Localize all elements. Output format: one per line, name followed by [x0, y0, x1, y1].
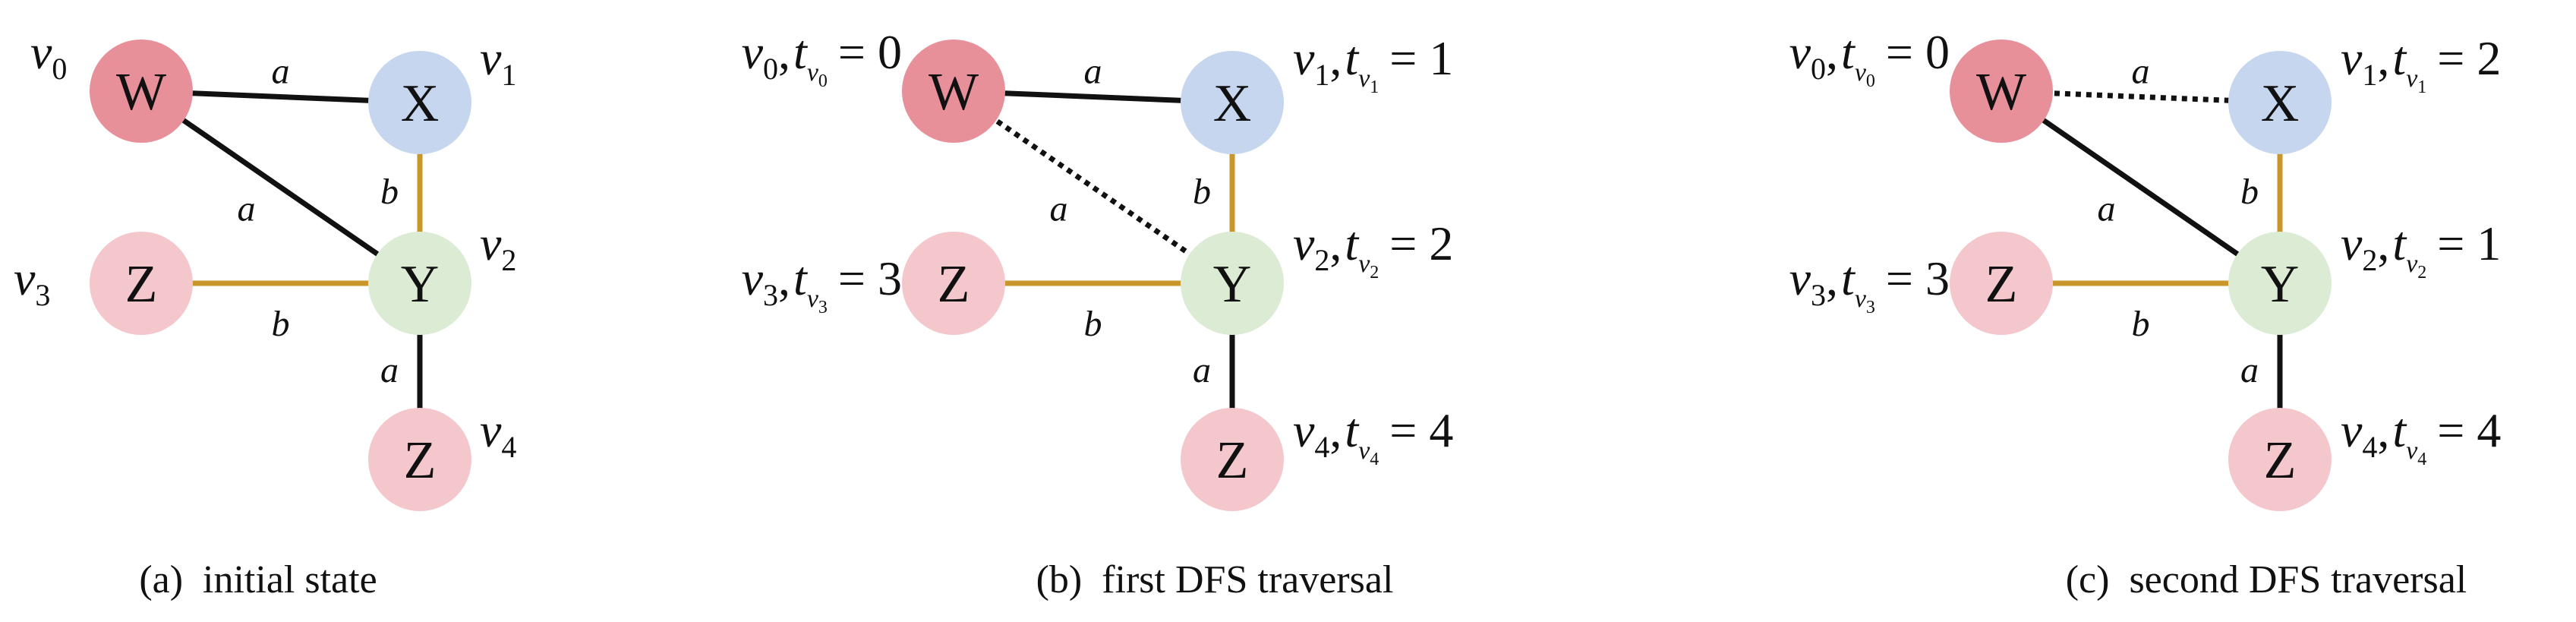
vertex-circle — [902, 232, 1005, 335]
vertex-letter: Z — [125, 255, 158, 314]
vertex-v1: X — [2228, 51, 2332, 154]
vertex-v4: Z — [1181, 408, 1284, 511]
edge-label-v3-v2: b — [2132, 304, 2150, 344]
edge-label-v1-v2: b — [2240, 172, 2259, 212]
vertex-circle — [2228, 408, 2332, 511]
edge-label-v0-v1: a — [1084, 52, 1102, 92]
vertex-v3: Z — [90, 232, 193, 335]
vertex-letter: Y — [2261, 255, 2300, 314]
edge-label-v2-v4: a — [1193, 350, 1211, 390]
vertex-circle — [90, 39, 193, 143]
vertex-annotation-v0: v0 — [30, 25, 67, 86]
vertex-letter: Z — [938, 255, 970, 314]
vertex-v0: W — [90, 39, 193, 143]
edge-label-v2-v4: a — [2240, 350, 2259, 390]
panel-c: a a b b a Wv0,tv0= 0 Xv1,tv1= 2 Yv2,tv2= 1 Zv3,t… — [1789, 25, 2502, 601]
vertex-annotation-v3: v3 — [14, 251, 50, 312]
vertex-annotation-v2: v2 — [480, 216, 516, 277]
vertex-letter: Y — [1213, 255, 1252, 314]
vertex-letter: Z — [2264, 431, 2297, 490]
vertex-v0: W — [1950, 39, 2053, 143]
vertex-annotation-v2: v2,tv2= 1 — [2341, 216, 2501, 283]
vertex-circle — [2228, 232, 2332, 335]
vertex-circle — [1181, 408, 1284, 511]
vertex-annotation-v3: v3,tv3= 3 — [742, 251, 902, 317]
edge-label-v1-v2: b — [380, 172, 399, 212]
vertex-v4: Z — [2228, 408, 2332, 511]
vertex-circle — [1181, 51, 1284, 154]
vertex-letter: Z — [1216, 431, 1249, 490]
vertex-circle — [368, 51, 471, 154]
vertex-v2: Y — [2228, 232, 2332, 335]
panel-b: a a b b a Wv0,tv0= 0 Xv1,tv1= 1 Yv2,tv2= 2 Zv3,t… — [742, 25, 1454, 601]
vertex-circle — [1181, 232, 1284, 335]
vertex-annotation-v0: v0,tv0= 0 — [1789, 25, 1950, 91]
vertex-circle — [368, 408, 471, 511]
vertex-annotation-v0: v0,tv0= 0 — [742, 25, 902, 91]
vertex-annotation-v4: v4,tv4= 4 — [1293, 403, 1453, 469]
vertex-v0: W — [902, 39, 1005, 143]
vertex-annotation-v2: v2,tv2= 2 — [1293, 216, 1453, 283]
vertex-circle — [2228, 51, 2332, 154]
vertex-v3: Z — [902, 232, 1005, 335]
vertex-v2: Y — [368, 232, 471, 335]
vertex-v2: Y — [1181, 232, 1284, 335]
vertex-letter: X — [401, 74, 440, 133]
vertex-letter: W — [1976, 63, 2026, 122]
vertex-letter: W — [116, 63, 166, 122]
vertex-letter: X — [2261, 74, 2300, 133]
vertex-v3: Z — [1950, 232, 2053, 335]
vertex-circle — [368, 232, 471, 335]
edge-label-v0-v1: a — [272, 52, 290, 92]
vertex-annotation-v1: v1,tv1= 1 — [1293, 31, 1453, 97]
edge-label-v3-v2: b — [1084, 304, 1102, 344]
vertex-letter: Z — [1985, 255, 2018, 314]
vertex-v4: Z — [368, 408, 471, 511]
vertex-circle — [902, 39, 1005, 143]
vertex-annotation-v4: v4,tv4= 4 — [2341, 403, 2501, 469]
vertex-circle — [90, 232, 193, 335]
edge-label-v0-v2: a — [238, 189, 256, 229]
panel-caption: (a) initial state — [139, 558, 377, 601]
vertex-letter: X — [1213, 74, 1252, 133]
vertex-letter: W — [929, 63, 979, 122]
vertex-v1: X — [368, 51, 471, 154]
edge-label-v2-v4: a — [380, 350, 399, 390]
edge-label-v0-v2: a — [1050, 189, 1068, 229]
vertex-annotation-v1: v1,tv1= 2 — [2341, 31, 2501, 97]
edge-v0-v2 — [2000, 89, 2281, 286]
panel-caption: (b) first DFS traversal — [1036, 558, 1394, 601]
vertex-letter: Z — [404, 431, 437, 490]
edge-v0-v2 — [952, 89, 1234, 286]
edge-v0-v2 — [140, 89, 421, 286]
vertex-circle — [1950, 39, 2053, 143]
edge-label-v3-v2: b — [272, 304, 290, 344]
vertex-circle — [1950, 232, 2053, 335]
vertex-v1: X — [1181, 51, 1284, 154]
edge-label-v0-v2: a — [2098, 189, 2116, 229]
edge-label-v0-v1: a — [2132, 52, 2150, 92]
panel-caption: (c) second DFS traversal — [2066, 558, 2467, 601]
vertex-annotation-v1: v1 — [480, 31, 516, 92]
vertex-annotation-v4: v4 — [480, 403, 516, 464]
vertex-annotation-v3: v3,tv3= 3 — [1789, 251, 1950, 317]
vertex-letter: Y — [401, 255, 440, 314]
edge-label-v1-v2: b — [1193, 172, 1211, 212]
